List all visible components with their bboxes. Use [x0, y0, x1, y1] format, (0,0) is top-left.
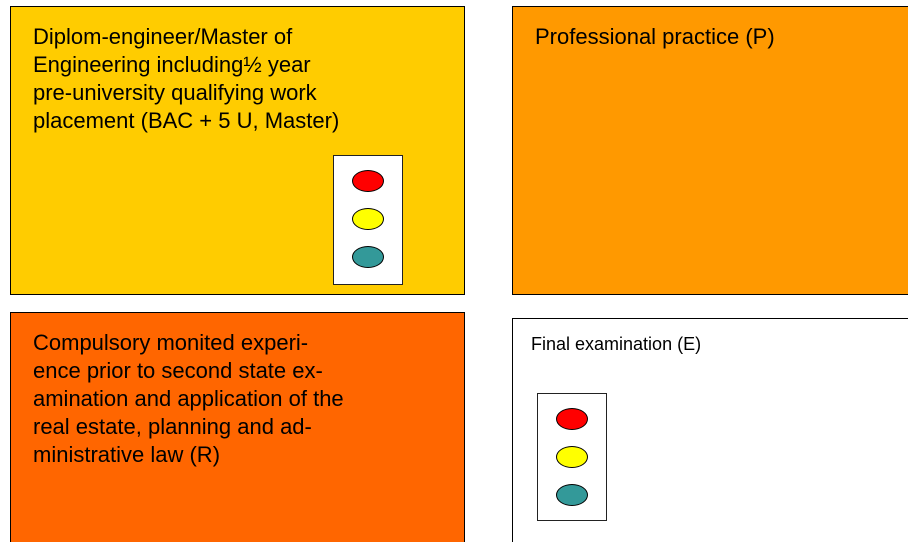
box-final-examination: Final examination (E) — [512, 318, 908, 542]
box-professional-practice-text: Professional practice (P) — [535, 24, 775, 49]
traffic-light-icon — [333, 155, 403, 285]
red-lamp-icon — [352, 170, 384, 192]
red-lamp-icon — [556, 408, 588, 430]
yellow-lamp-icon — [556, 446, 588, 468]
green-lamp-icon — [352, 246, 384, 268]
green-lamp-icon — [556, 484, 588, 506]
box-compulsory-experience-text: Compulsory monited experi-ence prior to … — [33, 330, 344, 467]
yellow-lamp-icon — [352, 208, 384, 230]
box-final-examination-text: Final examination (E) — [531, 334, 702, 354]
traffic-light-icon — [537, 393, 607, 521]
box-compulsory-experience: Compulsory monited experi-ence prior to … — [10, 312, 465, 542]
box-professional-practice: Professional practice (P) — [512, 6, 908, 295]
